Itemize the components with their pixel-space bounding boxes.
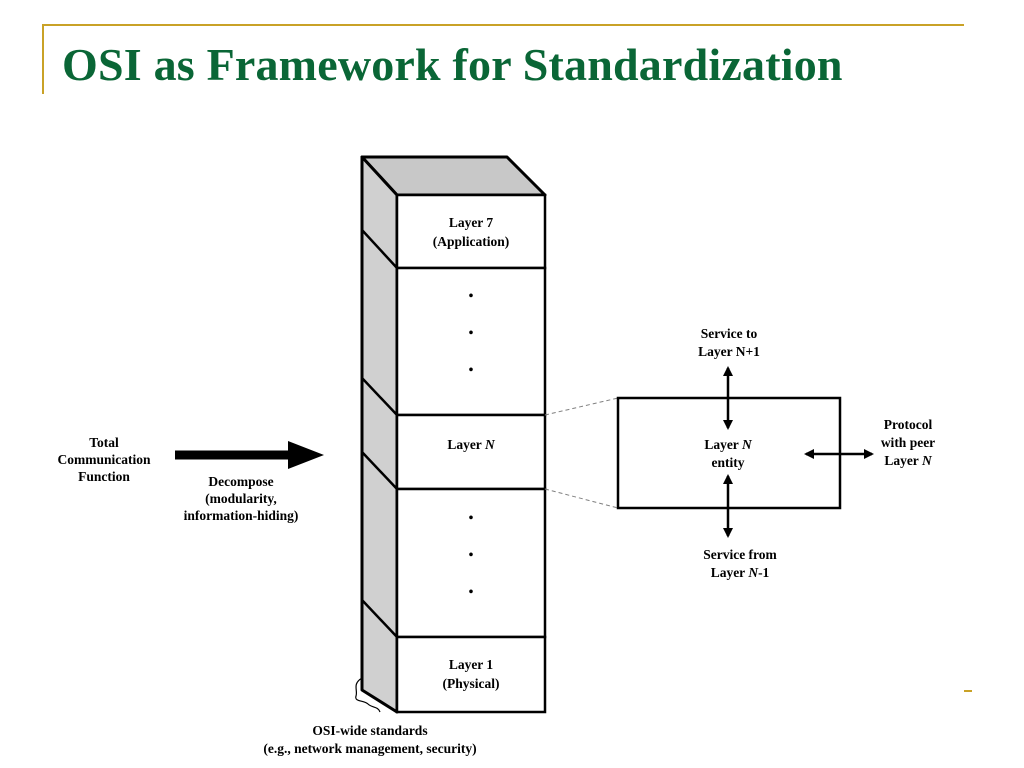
layer-7-sublabel: (Application)	[433, 234, 510, 249]
protocol-label: Layer N	[884, 453, 933, 468]
upper-ellipsis-box	[395, 266, 547, 417]
corner-mark	[964, 690, 972, 692]
guide-line-top	[544, 397, 619, 416]
layer-n-box	[395, 413, 547, 491]
service-from-label: Service from	[703, 547, 777, 562]
ellipsis-dot: •	[469, 547, 474, 562]
side-edge-3	[361, 451, 398, 490]
decompose-label: Decompose	[208, 474, 273, 489]
ellipsis-dot: •	[469, 584, 474, 599]
total-function-label: Total	[89, 435, 119, 450]
service-from-label: Layer N-1	[711, 565, 770, 580]
protocol-label: with peer	[881, 435, 935, 450]
entity-label: Layer N	[704, 437, 753, 452]
service-to-label: Service to	[701, 326, 758, 341]
layer-1-label: Layer 1	[449, 657, 494, 672]
ellipsis-dot: •	[469, 510, 474, 525]
frame-left-rule	[42, 24, 44, 94]
decompose-arrow-head	[288, 441, 324, 469]
osi-wide-brace	[355, 677, 381, 713]
layer-7-box	[395, 193, 547, 270]
side-edge-1	[361, 229, 398, 269]
ellipsis-dot: •	[469, 362, 474, 377]
ellipsis-dot: •	[469, 288, 474, 303]
layer-1-sublabel: (Physical)	[443, 676, 500, 691]
service-to-label: Layer N+1	[698, 344, 760, 359]
ellipsis-dot: •	[469, 325, 474, 340]
decompose-label: (modularity,	[205, 491, 277, 506]
lower-ellipsis-box	[395, 487, 547, 639]
entity-label: entity	[712, 455, 745, 470]
guide-line-bottom	[544, 488, 619, 509]
stack-side-face	[360, 155, 399, 714]
slide-title: OSI as Framework for Standardization	[62, 39, 843, 90]
side-edge-4	[361, 599, 398, 638]
decompose-label: information-hiding)	[184, 508, 299, 523]
osi-wide-standards-label: OSI-wide standards	[312, 723, 427, 738]
layer-7-label: Layer 7	[449, 215, 494, 230]
frame-top-rule	[42, 24, 964, 26]
layer-n-label: Layer N	[447, 437, 496, 452]
side-edge-2	[361, 377, 398, 416]
protocol-label: Protocol	[884, 417, 933, 432]
total-function-label: Communication	[57, 452, 150, 467]
total-function-label: Function	[78, 469, 130, 484]
osi-wide-standards-sublabel: (e.g., network management, security)	[263, 741, 476, 756]
layer-1-box	[395, 635, 547, 714]
